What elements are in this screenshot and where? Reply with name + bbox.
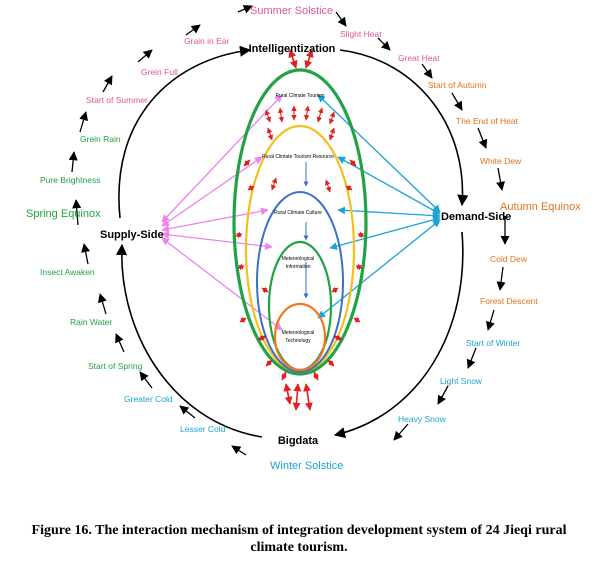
label-supply-side: Supply-Side <box>100 229 164 241</box>
term-heavy-snow: Heavy Snow <box>398 414 447 424</box>
ring-rural-climate-culture <box>256 191 344 373</box>
term-slight-heat: Slight Heat <box>340 29 382 39</box>
caption-line-2: climate tourism. <box>250 540 348 555</box>
label-layer-1: Rural Climate Tourism <box>275 93 324 99</box>
term-lesser-cold: Lesser Cold <box>180 424 226 434</box>
term-spring-equinox: Spring Equinox <box>26 208 101 220</box>
term-start-spring: Start of Spring <box>88 361 143 371</box>
term-start-winter: Start of Winter <box>466 338 520 348</box>
term-insect-awaken: Insect Awaken <box>40 267 95 277</box>
term-autumn-equinox: Autumn Equinox <box>500 201 581 213</box>
term-white-dew: White Dew <box>480 156 522 166</box>
nested-rings <box>232 68 368 376</box>
term-start-summer: Start of Summer <box>86 95 148 105</box>
term-winter-solstice: Winter Solstice <box>270 460 343 472</box>
term-frost-descent: Forest Descent <box>480 296 538 306</box>
label-layer-5b: Technology <box>285 338 311 344</box>
label-layer-3: Rural Climate Culture <box>274 210 322 216</box>
spring-terms: Start of Spring Rain Water Insect Awaken… <box>26 134 143 371</box>
label-layer-5a: Meteorological <box>282 330 315 336</box>
demand-side-arrows <box>317 94 441 319</box>
term-summer-solstice: Summer Solstice <box>250 5 333 17</box>
term-great-heat: Great Heat <box>398 53 440 63</box>
arc-intelligentization-to-demand <box>339 49 469 207</box>
ring-meteorological-technology <box>273 302 327 372</box>
label-layer-2: Rural Climate Tourism Resource <box>262 154 334 160</box>
caption-line-1: Figure 16. The interaction mechanism of … <box>31 523 567 538</box>
summer-terms: Summer Solstice Slight Heat Great Heat S… <box>86 5 440 105</box>
term-rain-water: Rain Water <box>70 317 112 327</box>
label-bigdata: Bigdata <box>278 435 319 447</box>
figure-caption: Figure 16. The interaction mechanism of … <box>0 522 598 556</box>
ring-labels: Rural Climate Tourism Rural Climate Tour… <box>262 93 334 344</box>
label-intelligentization: Intelligentization <box>249 43 336 55</box>
red-small-arrows <box>235 105 365 381</box>
red-interaction-arrows <box>283 49 314 411</box>
winter-terms: Start of Winter Light Snow Heavy Snow Wi… <box>124 338 520 472</box>
term-end-heat: The End of Heat <box>456 116 519 126</box>
ring-rural-climate-tourism <box>232 68 368 376</box>
arc-bigdata-to-supply <box>115 243 263 438</box>
term-light-snow: Light Snow <box>440 376 483 386</box>
hub-labels: Intelligentization Bigdata Supply-Side D… <box>100 43 511 447</box>
label-demand-side: Demand-Side <box>441 211 511 223</box>
outer-cycle-arrows <box>115 45 469 439</box>
supply-side-arrows <box>161 94 283 331</box>
term-grain-ear: Grain in Ear <box>184 36 230 46</box>
label-layer-4b: Information <box>285 264 310 270</box>
term-grain-full: Grein Full <box>141 67 178 77</box>
label-layer-4a: Meteorological <box>282 256 315 262</box>
term-grain-rain: Grein Rain <box>80 134 121 144</box>
arc-demand-to-bigdata <box>333 231 464 439</box>
autumn-terms: Start of Autumn The End of Heat White De… <box>428 80 581 306</box>
term-chain-arrows <box>68 5 510 456</box>
term-pure-brightness: Pure Brightness <box>40 175 100 185</box>
term-cold-dew: Cold Dew <box>490 254 528 264</box>
arc-supply-to-intelligentization <box>118 45 252 219</box>
term-greater-cold: Greater Cold <box>124 394 173 404</box>
term-start-autumn: Start of Autumn <box>428 80 487 90</box>
